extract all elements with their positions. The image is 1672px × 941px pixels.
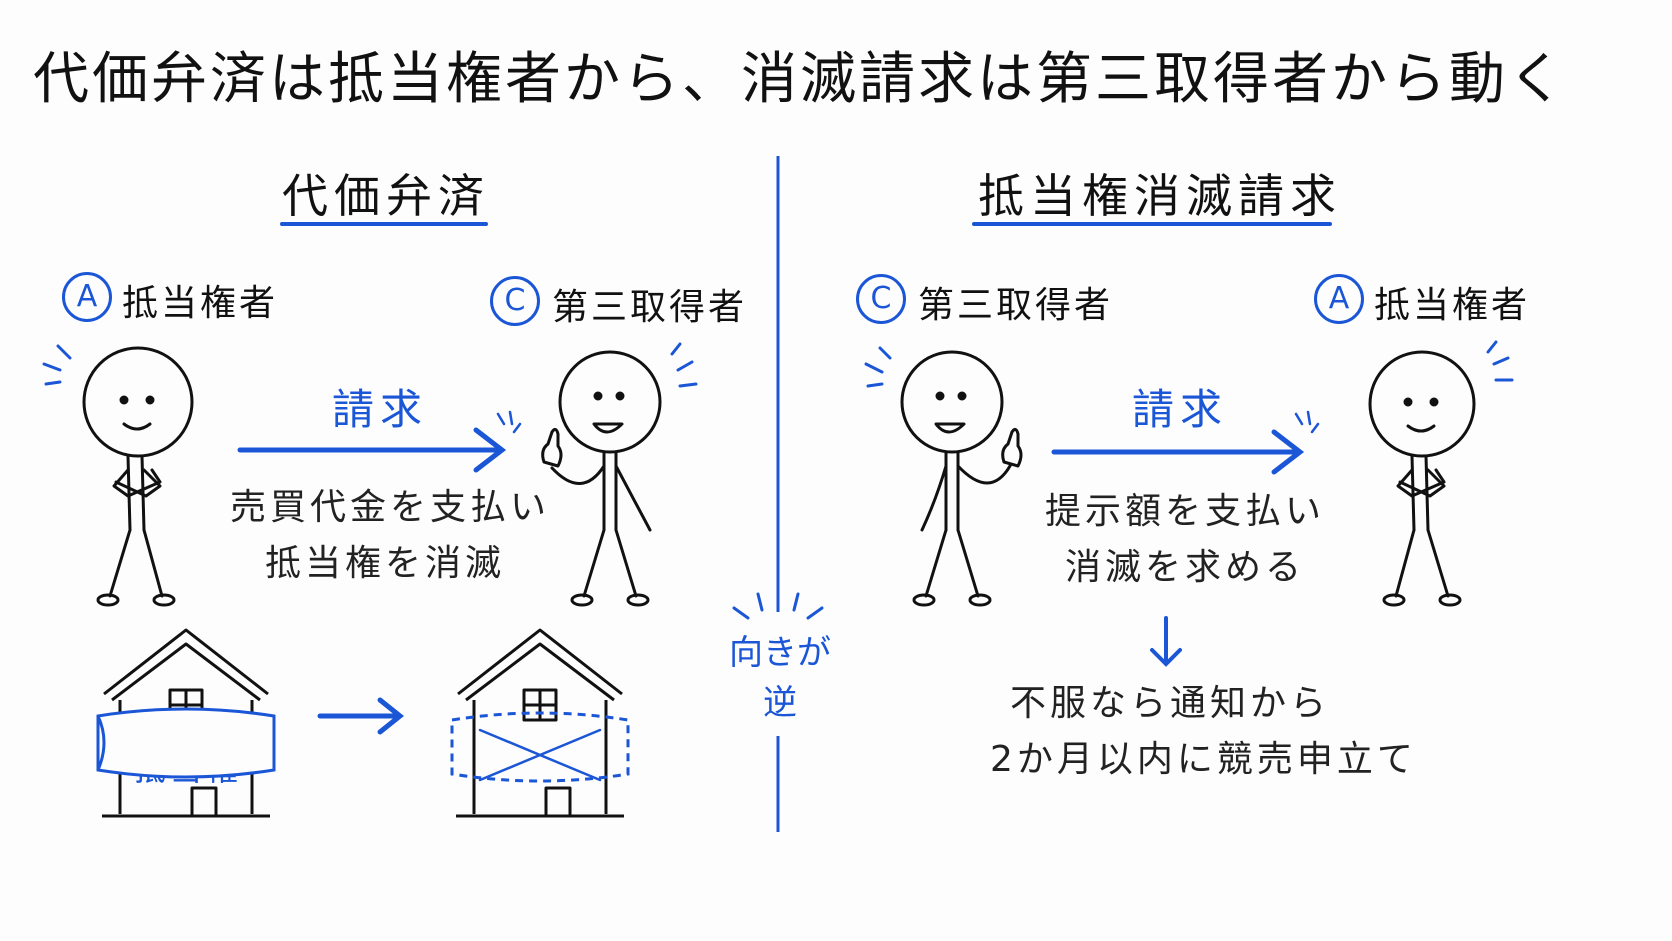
role-mortgagee-left: 抵当権者 (122, 283, 279, 324)
right-description-line-2: 消滅を求める (1064, 547, 1305, 588)
main-title: 代価弁済は抵当権者から、消滅請求は第三取得者から動く (33, 47, 1567, 112)
left-arrow-sparkle (496, 410, 522, 434)
right-followup-line-1: 不服なら通知から (1009, 683, 1330, 724)
left-arrow-label: 請求 (332, 385, 429, 434)
down-arrow (1150, 616, 1182, 667)
sparkle-third-acquirer-left (670, 342, 698, 388)
right-request-arrow (1051, 429, 1305, 475)
house-transition-arrow (317, 697, 405, 735)
left-section-heading: 代価弁済 (282, 169, 490, 223)
center-note-line-1: 向きが (729, 633, 831, 673)
right-description-line-1: 提示額を支払い (1044, 491, 1325, 532)
right-heading-underline (972, 222, 1332, 226)
sparkle-mortgagee-left (42, 344, 72, 386)
mortgage-band-edge (96, 715, 106, 771)
sparkle-mortgagee-right (1486, 340, 1514, 382)
released-cross (478, 728, 602, 782)
right-section-heading: 抵当権消滅請求 (978, 169, 1342, 223)
badge-c-left: C (490, 276, 540, 326)
center-note-line-2: 逆 (763, 683, 797, 723)
mortgage-band (96, 707, 276, 779)
right-arrow-sparkle (1294, 410, 1320, 434)
badge-a-right: A (1314, 274, 1364, 324)
released-band-dashed (450, 711, 630, 783)
left-description: 売買代金を支払い 抵当権を消滅 (230, 480, 551, 592)
center-note: 向きが 逆 (720, 628, 840, 728)
right-followup-line-2: 2か月以内に競売申立て (990, 739, 1417, 780)
left-description-line-1: 売買代金を支払い (230, 487, 551, 528)
stick-figure-mortgagee-left (82, 346, 194, 607)
stick-figure-third-acquirer-left (541, 350, 662, 607)
badge-a-left: A (62, 272, 112, 322)
left-description-line-2: 抵当権を消滅 (264, 543, 505, 584)
sparkle-third-acquirer-right (864, 346, 892, 388)
role-third-acquirer-right: 第三取得者 (918, 285, 1114, 326)
badge-c-right: C (856, 274, 906, 324)
stick-figure-third-acquirer-right (900, 350, 1023, 607)
right-description: 提示額を支払い 消滅を求める (1040, 484, 1330, 596)
stick-figure-mortgagee-right (1368, 350, 1476, 607)
house-mortgage-released (456, 628, 624, 818)
role-mortgagee-right: 抵当権者 (1374, 285, 1531, 326)
left-request-arrow (237, 427, 507, 473)
center-sparkle (732, 592, 824, 620)
role-third-acquirer-left: 第三取得者 (552, 287, 748, 328)
left-heading-underline (280, 222, 488, 226)
right-followup: 不服なら通知から 2か月以内に競売申立て (990, 676, 1417, 788)
right-arrow-label: 請求 (1132, 385, 1229, 434)
